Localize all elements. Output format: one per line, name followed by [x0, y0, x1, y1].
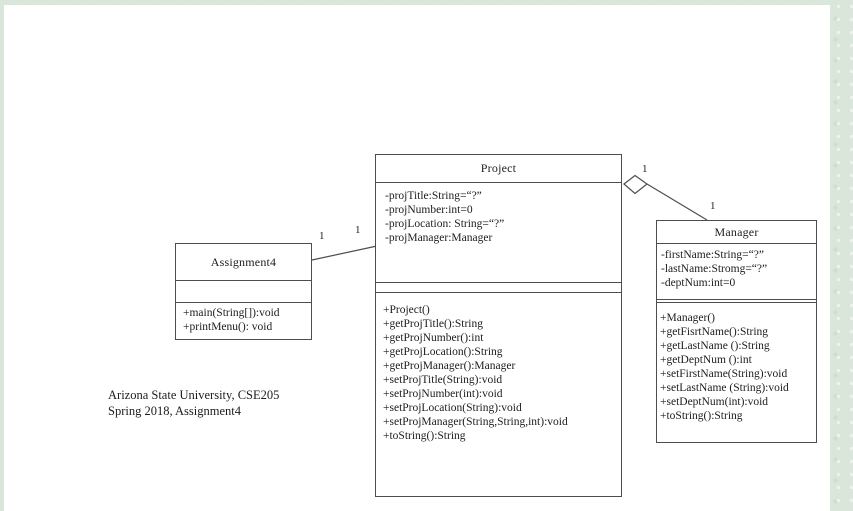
attributes-compartment-project: -projTitle:String=“?” -projNumber:int=0 …: [376, 182, 621, 282]
multiplicity-label-project-end: 1: [355, 224, 361, 236]
method-line: +getLastName ():String: [660, 340, 770, 352]
method-line: +setProjManager(String,String,int):void: [383, 416, 568, 428]
attribute-line: -lastName:Stromg=“?”: [661, 263, 768, 275]
method-line: +Manager(): [660, 312, 716, 324]
method-line: +setProjLocation(String):void: [383, 402, 522, 414]
method-line: +printMenu(): void: [183, 321, 273, 333]
empty-compartment-manager: [657, 299, 816, 302]
attributes-compartment-manager: -firstName:String=“?” -lastName:Stromg=“…: [657, 243, 816, 299]
methods-compartment-assignment4: +main(String[]):void +printMenu(): void: [176, 302, 311, 339]
method-line: +setProjNumber(int):void: [383, 388, 503, 400]
methods-compartment-project: +Project() +getProjTitle():String +getPr…: [376, 292, 621, 496]
method-line: +toString():String: [383, 430, 466, 442]
class-box-manager: Manager -firstName:String=“?” -lastName:…: [656, 220, 817, 443]
multiplicity-label-manager-end: 1: [710, 200, 716, 212]
attribute-line: -projManager:Manager: [385, 232, 493, 244]
multiplicity-label-assignment4-end: 1: [319, 230, 325, 242]
method-line: +getProjNumber():int: [383, 332, 484, 344]
methods-compartment-manager: +Manager() +getFisrtName():String +getLa…: [657, 302, 816, 442]
method-line: +getProjLocation():String: [383, 346, 503, 358]
class-name-assignment4: Assignment4: [210, 254, 277, 269]
attribute-line: -projTitle:String=“?”: [385, 190, 482, 202]
method-line: +main(String[]):void: [183, 307, 280, 319]
method-line: +setProjTitle(String):void: [383, 374, 503, 386]
method-line: +setFirstName(String):void: [660, 368, 788, 380]
method-line: +getDeptNum ():int: [660, 354, 752, 366]
class-box-assignment4: Assignment4 +main(String[]):void +printM…: [175, 243, 312, 340]
method-line: +getProjManager():Manager: [383, 360, 516, 372]
method-line: +Project(): [383, 304, 430, 316]
attribute-line: -projLocation: String=“?”: [385, 218, 505, 230]
class-name-manager: Manager: [714, 224, 759, 239]
empty-compartment-project: [376, 282, 621, 292]
attributes-compartment-assignment4: [176, 280, 311, 302]
method-line: +toString():String: [660, 410, 743, 422]
caption-line-2: Spring 2018, Assignment4: [108, 403, 241, 418]
attribute-line: -deptNum:int=0: [661, 277, 736, 289]
multiplicity-label-aggregation-project-end: 1: [642, 163, 648, 175]
caption-line-1: Arizona State University, CSE205: [108, 388, 280, 402]
method-line: +setLastName (String):void: [660, 382, 789, 394]
method-line: +setDeptNum(int):void: [660, 396, 769, 408]
method-line: +getFisrtName():String: [660, 326, 769, 338]
attribute-line: -projNumber:int=0: [385, 204, 473, 216]
caption: Arizona State University, CSE205 Spring …: [108, 388, 279, 419]
method-line: +getProjTitle():String: [383, 318, 483, 330]
attribute-line: -firstName:String=“?”: [661, 249, 764, 261]
class-box-project: Project -projTitle:String=“?” -projNumbe…: [375, 154, 622, 497]
class-name-project: Project: [480, 161, 517, 175]
